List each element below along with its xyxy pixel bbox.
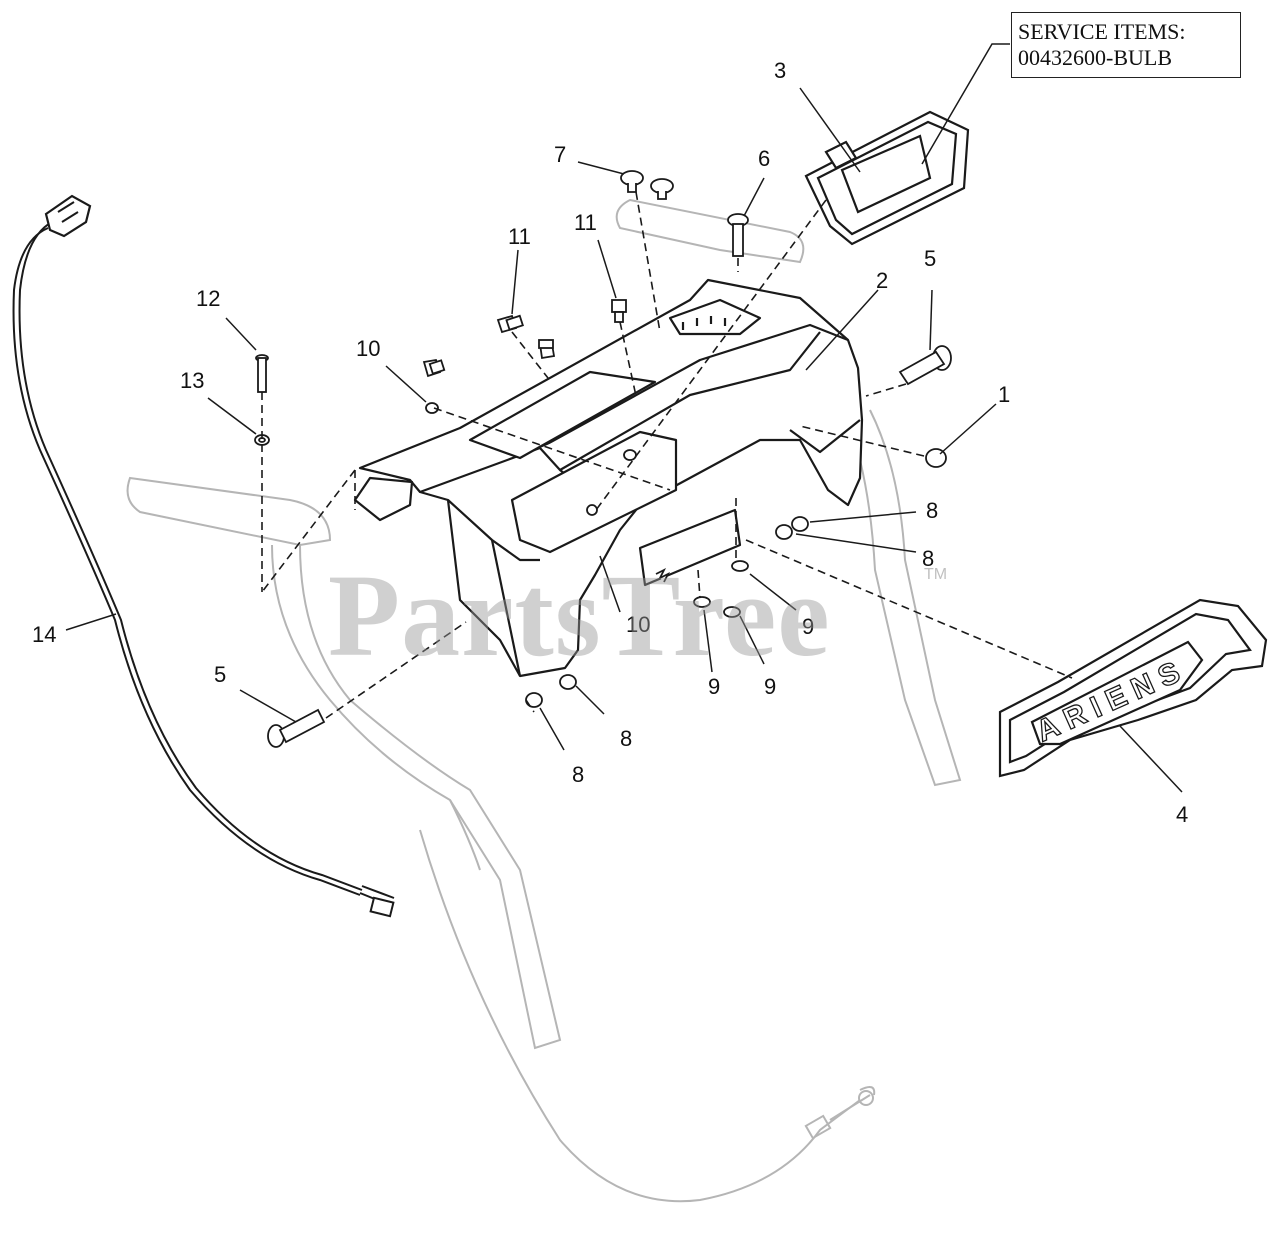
- partstree-watermark: PartsTree: [328, 550, 831, 681]
- watermark-trademark: TM: [924, 566, 948, 583]
- callout-7: 7: [554, 142, 566, 167]
- wire-harness: [12, 194, 395, 918]
- callout-5-right: 5: [924, 246, 936, 271]
- callout-8-b: 8: [922, 546, 934, 571]
- assembly-dashed-lines: [261, 191, 1073, 719]
- service-items-title: SERVICE ITEMS:: [1018, 19, 1186, 44]
- callout-1: 1: [998, 382, 1010, 407]
- hardware-items: [254, 170, 952, 748]
- callout-14: 14: [32, 622, 56, 647]
- callout-11-a: 11: [508, 224, 531, 249]
- callout-2: 2: [876, 268, 888, 293]
- callout-9-c: 9: [764, 674, 776, 699]
- callout-8-c: 8: [620, 726, 632, 751]
- callout-10-b: 10: [356, 336, 380, 361]
- callout-numbers: 1 2 3 4 5 5 6 7 8 8 8 8 9 9 9 10 10 11 1…: [32, 58, 1188, 827]
- callout-8-d: 8: [572, 762, 584, 787]
- callout-5-left: 5: [214, 662, 226, 687]
- callout-13: 13: [180, 368, 204, 393]
- service-items-box: SERVICE ITEMS: 00432600-BULB: [1011, 12, 1241, 78]
- front-badge-cover: ARIENS: [998, 598, 1268, 778]
- callout-leaders: [65, 43, 1183, 793]
- callout-6: 6: [758, 146, 770, 171]
- callout-3: 3: [774, 58, 786, 83]
- callout-11-b: 11: [574, 210, 597, 235]
- dash-panel: [353, 278, 864, 678]
- callout-9-b: 9: [708, 674, 720, 699]
- headlight-assembly: [804, 110, 970, 246]
- callout-12: 12: [196, 286, 220, 311]
- callout-8-a: 8: [926, 498, 938, 523]
- callout-4: 4: [1176, 802, 1188, 827]
- callout-9-a: 9: [802, 614, 814, 639]
- callout-10-a: 10: [626, 612, 650, 637]
- service-items-part: 00432600-BULB: [1018, 45, 1172, 70]
- handlebar-frame: [126, 198, 962, 1203]
